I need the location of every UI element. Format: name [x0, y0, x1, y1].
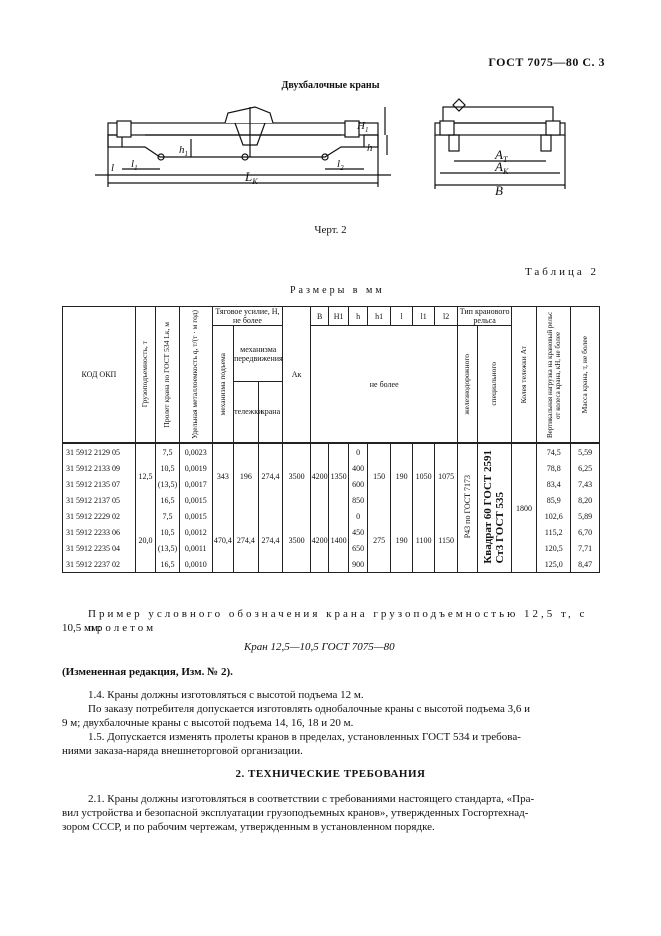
th-span: Пролет крана по ГОСТ 534 Lк, м — [155, 306, 180, 444]
th-ak: Ак — [282, 306, 311, 444]
label-LK: LK — [244, 169, 258, 186]
th-trolley: тележки — [233, 381, 262, 444]
para-1-5-line1: 1.5. Допускается изменять пролеты кранов… — [88, 731, 521, 743]
label-h: h — [367, 142, 373, 154]
label-l: l — [111, 162, 114, 174]
crane-table: КОД ОКП Грузоподъемность, т Пролет крана… — [62, 305, 600, 573]
th-not-more: не более — [309, 325, 459, 444]
th-B: B — [309, 305, 330, 327]
th-lift-mech: механизма подъема — [211, 325, 235, 444]
th-special: специального — [476, 325, 512, 444]
table-units: Размеры в мм — [290, 285, 385, 296]
th-h1: h1 — [367, 305, 391, 327]
para-2-1-line3: зором СССР, и по рабочим чертежам, утвер… — [62, 821, 435, 833]
label-l2: l2 — [337, 158, 344, 172]
para-1-4b-line1: По заказу потребителя допускается изгото… — [88, 703, 531, 715]
th-code: КОД ОКП — [62, 306, 136, 444]
th-metal: Удельная металлоемкость q, т/(т · м год) — [178, 306, 213, 444]
label-l1: l1 — [131, 158, 138, 172]
para-2-1-line2: вил устройства и безопасной эксплуатации… — [62, 807, 529, 819]
page-header: ГОСТ 7075—80 С. 3 — [488, 55, 605, 69]
figure-caption: Черт. 2 — [314, 224, 347, 236]
th-gauge: Колея тележки Ат — [510, 306, 538, 444]
th-rail-type: Тип кранового рельса — [457, 305, 512, 327]
section-title: 2. ТЕХНИЧЕСКИЕ ТРЕБОВАНИЯ — [235, 768, 426, 780]
designation: Кран 12,5—10,5 ГОСТ 7075—80 — [244, 641, 395, 653]
railway-rail-cell: Р43 по ГОСТ 7173 — [457, 443, 478, 573]
th-l: l — [389, 305, 414, 327]
th-l1: l1 — [412, 305, 435, 327]
para-1-4: 1.4. Краны должны изготовляться с высото… — [88, 689, 364, 701]
th-capacity: Грузоподъемность, т — [134, 306, 157, 444]
example-line-1: Пример условного обозначения крана грузо… — [88, 608, 588, 634]
th-crane: крана — [257, 381, 284, 444]
label-h1: h1 — [179, 144, 188, 158]
label-H1: H1 — [356, 120, 368, 134]
th-mass: Масса крана, т, не более — [570, 306, 600, 444]
label-AK: AK — [494, 159, 509, 176]
girder-top — [107, 122, 379, 136]
label-B: B — [495, 183, 503, 198]
para-1-4b-line2: 9 м; двухбалочные краны с высотой подъем… — [62, 717, 354, 729]
th-wheel-load: Вертикальная нагрузка на крановый рельс … — [536, 306, 572, 444]
th-move-mech: механизма передвижения — [233, 325, 284, 382]
para-1-5-line2: ниями заказа-наряда внешнеторговой орган… — [62, 745, 303, 757]
revision-note: (Измененная редакция, Изм. № 2). — [62, 666, 233, 678]
th-H1: H1 — [328, 305, 349, 327]
label-AT: AT — [494, 147, 508, 164]
table-number: Таблица 2 — [524, 266, 599, 278]
special-rail-cell: Квадрат 60 ГОСТ 2591Ст3 ГОСТ 535 — [476, 443, 512, 573]
crane-drawing: H1 h h1 l l1 l2 LK AT AK B — [95, 98, 566, 198]
example-line-2: 10,5 мм: — [62, 622, 101, 634]
th-railway: железнодорожного — [457, 325, 478, 444]
figure-subtitle: Двухбалочные краны — [281, 80, 380, 91]
th-traction: Тяговое усилие, Н, не более — [211, 305, 284, 327]
para-2-1-line1: 2.1. Краны должны изготовляться в соотве… — [88, 793, 535, 805]
th-h: h — [347, 305, 369, 327]
th-l2: l2 — [433, 305, 459, 327]
